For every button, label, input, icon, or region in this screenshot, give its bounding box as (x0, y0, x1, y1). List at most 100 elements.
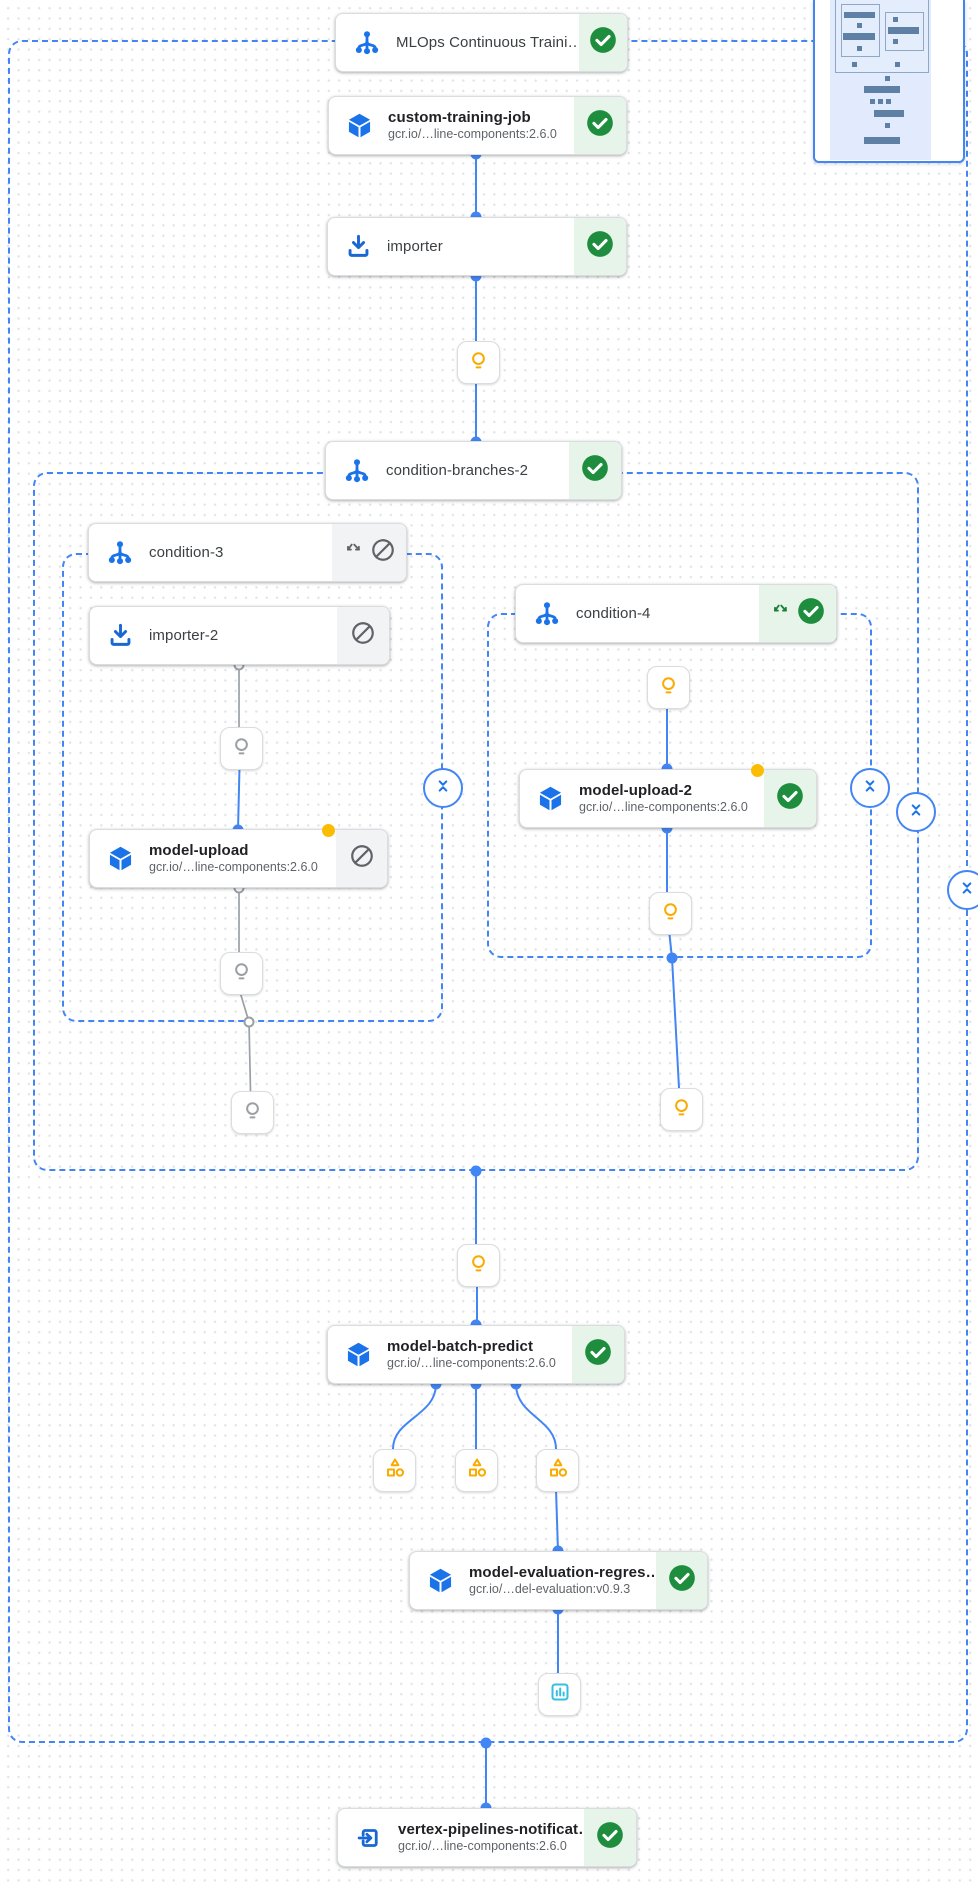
artifact-box[interactable] (455, 1449, 498, 1492)
component-cube-icon (107, 845, 134, 872)
edge-cond4-border-to-bulb (671, 957, 680, 1089)
node-title: vertex-pipelines-notificat… (398, 1820, 594, 1838)
node-title: model-upload (149, 841, 249, 859)
artifact-box[interactable] (373, 1449, 416, 1492)
minimap-node (878, 99, 883, 104)
component-cube-icon (427, 1567, 454, 1594)
artifact-shapes-icon (546, 1456, 570, 1485)
node-vertex-pipelines-notification[interactable]: vertex-pipelines-notificat… gcr.io/…line… (337, 1808, 637, 1867)
success-check-icon (668, 1564, 696, 1597)
node-subtitle: gcr.io/…line-components:2.6.0 (387, 1356, 556, 1371)
merge-arrows-icon (343, 540, 363, 565)
node-title: condition-4 (576, 604, 651, 622)
condition-dag-icon (343, 457, 371, 485)
node-title: model-upload-2 (579, 781, 693, 799)
collapse-chevrons-icon (860, 775, 880, 802)
collapse-group-condition-3-button[interactable] (423, 768, 463, 808)
bulb-icon (670, 1096, 693, 1124)
success-check-icon (596, 1821, 624, 1854)
node-title: model-batch-predict (387, 1337, 534, 1355)
node-mlops-continuous-training[interactable]: MLOps Continuous Traini… (335, 13, 628, 72)
minimap-node (874, 110, 904, 117)
minimap-node (895, 62, 900, 67)
edge-cond3-border-to-graybulb (248, 1021, 252, 1092)
importer-download-icon (345, 233, 372, 260)
node-subtitle: gcr.io/…line-components:2.6.0 (398, 1839, 567, 1854)
success-check-icon (776, 782, 804, 815)
minimap-node (864, 86, 900, 93)
success-check-icon (584, 1338, 612, 1371)
condition-bulb-artifact-skipped[interactable] (220, 952, 263, 995)
minimap-node (893, 39, 898, 44)
node-model-upload-2[interactable]: model-upload-2 gcr.io/…line-components:2… (519, 764, 817, 828)
merge-arrows-icon (770, 601, 790, 626)
node-title: importer-2 (149, 626, 219, 644)
condition-bulb-artifact[interactable] (457, 1244, 500, 1287)
node-model-batch-predict[interactable]: model-batch-predict gcr.io/…line-compone… (327, 1325, 625, 1384)
status-section (574, 218, 626, 275)
success-check-icon (581, 454, 609, 487)
artifact-shapes-icon (383, 1456, 407, 1485)
success-check-icon (586, 109, 614, 142)
success-check-icon (586, 230, 614, 263)
condition-bulb-artifact[interactable] (660, 1088, 703, 1131)
collapse-chevrons-icon (906, 799, 926, 826)
edge-graybulb-to-model-upload (237, 766, 241, 831)
node-title: condition-branches-2 (386, 461, 529, 479)
status-section (656, 1552, 707, 1609)
node-title: custom-training-job (388, 108, 531, 126)
node-subtitle: gcr.io/…line-components:2.6.0 (388, 127, 557, 142)
edge-batch-to-artifact-3 (515, 1383, 557, 1450)
collapse-chevrons-icon (957, 877, 977, 904)
minimap-node (886, 99, 891, 104)
node-title: condition-3 (149, 543, 224, 561)
minimap-node (888, 27, 919, 34)
node-importer-2[interactable]: importer-2 (89, 606, 390, 665)
condition-bulb-artifact[interactable] (647, 666, 690, 709)
status-section (759, 585, 836, 642)
connector-dot-skipped (243, 1016, 255, 1028)
status-section (574, 97, 626, 154)
condition-bulb-artifact-skipped[interactable] (220, 727, 263, 770)
condition-dag-icon (353, 29, 381, 57)
node-condition-3[interactable]: condition-3 (88, 523, 407, 582)
node-title: MLOps Continuous Traini… (396, 33, 583, 51)
status-section (332, 524, 406, 581)
minimap-node (852, 62, 857, 67)
node-subtitle: gcr.io/…line-components:2.6.0 (579, 800, 748, 815)
skipped-block-icon (370, 537, 396, 568)
collapse-group-mlops-pipeline-button[interactable] (947, 870, 978, 910)
metrics-artifact-box[interactable] (538, 1673, 581, 1716)
minimap-node (843, 33, 875, 40)
condition-bulb-artifact[interactable] (649, 892, 692, 935)
node-custom-training-job[interactable]: custom-training-job gcr.io/…line-compone… (328, 96, 627, 155)
condition-bulb-artifact-skipped[interactable] (231, 1091, 274, 1134)
node-subtitle: gcr.io/…line-components:2.6.0 (149, 860, 318, 875)
artifact-box[interactable] (536, 1449, 579, 1492)
collapse-group-condition-branches-2-button[interactable] (896, 792, 936, 832)
node-model-upload[interactable]: model-upload gcr.io/…line-components:2.6… (89, 824, 388, 888)
minimap-node (893, 17, 898, 22)
connector-dot (666, 952, 678, 964)
bulb-icon (241, 1099, 264, 1127)
node-title: model-evaluation-regres… (469, 1563, 661, 1581)
condition-bulb-artifact[interactable] (457, 341, 500, 384)
cached-yellow-dot-badge (322, 824, 335, 837)
minimap-node (864, 137, 900, 144)
status-section (336, 830, 387, 887)
node-condition-4[interactable]: condition-4 (515, 584, 837, 643)
minimap-node (885, 123, 890, 128)
condition-dag-icon (106, 539, 134, 567)
status-section (572, 1326, 624, 1383)
metrics-chart-icon (548, 1680, 572, 1709)
bulb-icon (659, 900, 682, 928)
condition-dag-icon (533, 600, 561, 628)
node-condition-branches-2[interactable]: condition-branches-2 (325, 441, 622, 500)
collapse-group-condition-4-button[interactable] (850, 768, 890, 808)
node-importer[interactable]: importer (327, 217, 627, 276)
node-model-evaluation-regression[interactable]: model-evaluation-regres… gcr.io/…del-eva… (409, 1551, 708, 1610)
minimap[interactable] (813, 0, 965, 163)
connector-dot (470, 1165, 482, 1177)
